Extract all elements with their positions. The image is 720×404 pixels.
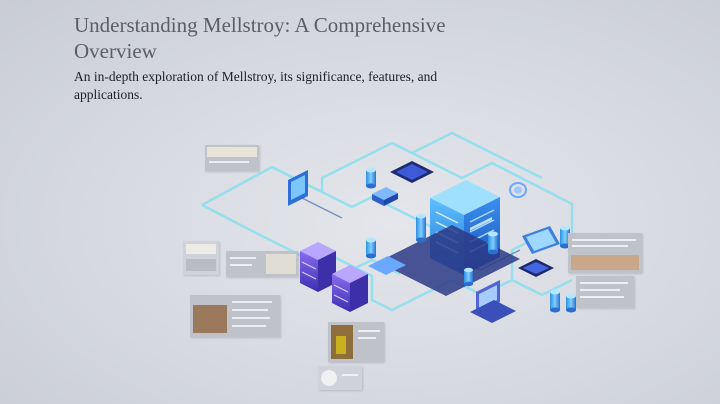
slide-subtitle: An in-depth exploration of Mellstroy, it…	[74, 69, 438, 102]
network-traces	[201, 131, 603, 312]
dollar-coin-icon	[509, 182, 527, 198]
thumbnail-card	[328, 322, 384, 362]
database-cylinder-icon	[366, 167, 576, 313]
thumbnail-card	[226, 251, 298, 277]
slide-title: Understanding Mellstroy: A Comprehensive…	[74, 13, 446, 63]
thumbnail-card	[190, 295, 280, 337]
microchip-icon-right	[518, 259, 554, 277]
microchip-icon	[390, 161, 434, 183]
laptop-icon	[470, 280, 516, 323]
thumbnail-card	[318, 366, 362, 390]
keyboard-plate-icon	[368, 256, 406, 275]
monitor-icon-right	[522, 226, 560, 254]
thumbnail-card	[183, 241, 219, 275]
server-base-plate	[378, 225, 520, 296]
router-icon	[372, 187, 398, 206]
purple-server-stack-left	[300, 242, 336, 292]
purple-server-stack-right	[332, 265, 368, 312]
thumbnail-card	[576, 276, 634, 308]
thumbnail-card	[205, 145, 259, 171]
thumbnail-card	[568, 233, 642, 273]
monitor-icon	[288, 170, 308, 206]
